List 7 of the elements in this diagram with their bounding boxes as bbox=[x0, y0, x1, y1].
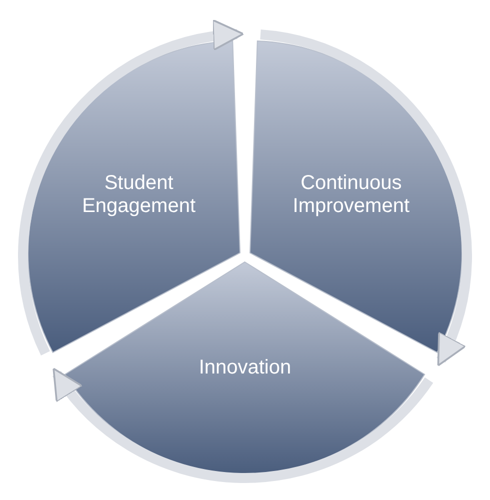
segment-label: Student Engagement bbox=[81, 172, 197, 218]
segment-label: Continuous Improvement bbox=[292, 172, 411, 218]
curved-arrow bbox=[52, 368, 434, 483]
segment-label: Innovation bbox=[198, 356, 292, 380]
pie-segment bbox=[250, 41, 462, 353]
pie-segment bbox=[65, 262, 425, 474]
curved-arrow bbox=[260, 30, 472, 367]
